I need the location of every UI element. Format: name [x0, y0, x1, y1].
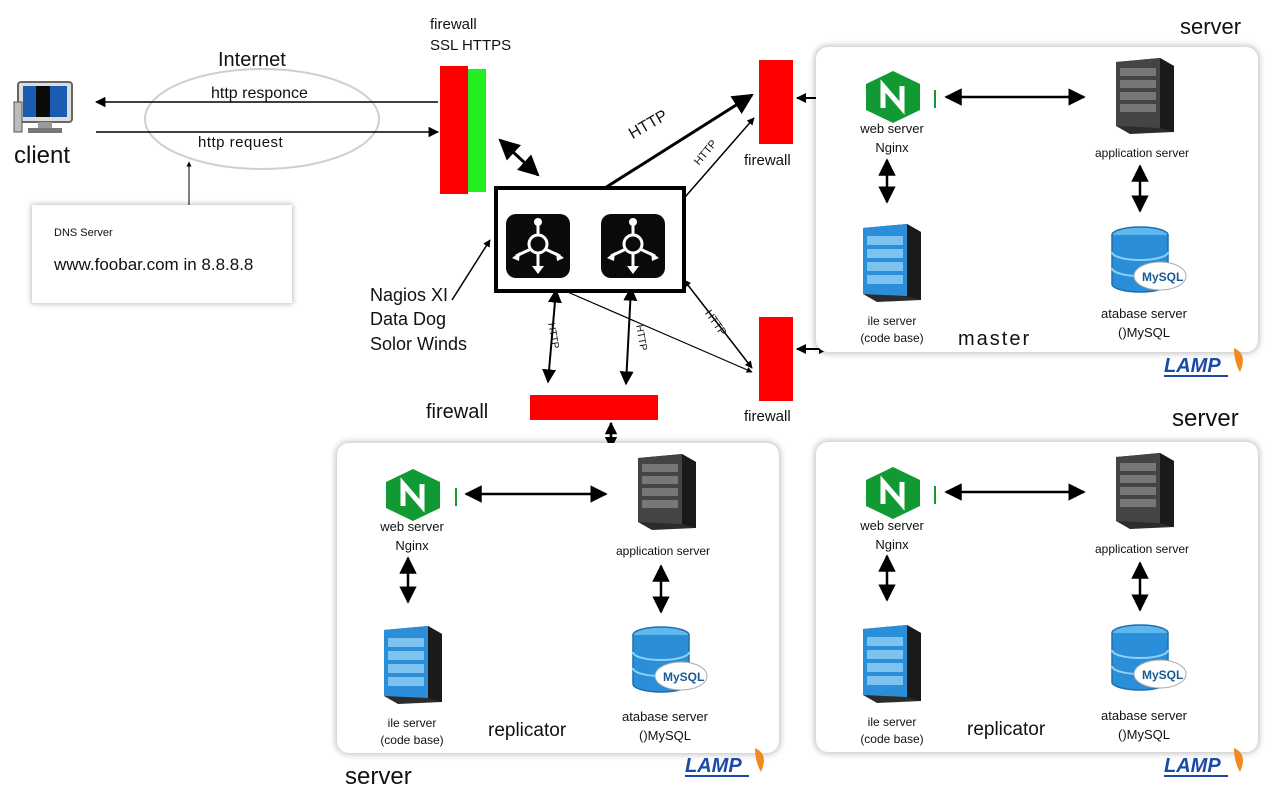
load-balancer-2: [601, 214, 665, 278]
nginx-tick: [455, 488, 457, 506]
firewall-main-ssl: SSL HTTPS: [430, 37, 512, 54]
repl-right-db-sub: ()MySQL: [1118, 727, 1170, 742]
firewall-left-label: firewall: [426, 401, 489, 423]
firewall-top-right: [759, 60, 793, 144]
lb-down-right-arrow: [619, 286, 638, 386]
firewall-main-label: firewall: [430, 16, 477, 33]
repl-left-file-label: ile server: [387, 716, 437, 730]
firewall-mid-right-label: firewall: [744, 408, 791, 425]
nginx-tick: [934, 486, 936, 504]
ssl-layer: [468, 69, 486, 192]
nginx-icon: [866, 71, 920, 123]
server-icon: [384, 626, 442, 704]
load-balancer-icon: [512, 218, 564, 274]
master-web-sub: Nginx: [875, 140, 909, 155]
dns-server-box: DNS Server www.foobar.com in 8.8.8.8: [32, 205, 292, 303]
nginx-tick: [934, 90, 936, 108]
lb-down-left-arrow: [542, 288, 562, 384]
master-server-label: server: [1180, 14, 1242, 39]
repl-right-app-label: application server: [1094, 542, 1190, 556]
lamp-logo: LAMP: [1164, 348, 1243, 377]
dns-title: DNS Server: [54, 227, 113, 239]
master-file-label: ile server: [867, 314, 917, 328]
mysql-database-icon: MySQL: [1111, 624, 1187, 691]
repl-left-app-label: application server: [615, 544, 711, 558]
client-label: client: [14, 142, 71, 169]
master-app-label: application server: [1094, 146, 1190, 160]
repl-right-file-label: ile server: [867, 715, 917, 729]
server-icon: [863, 224, 921, 302]
repl-left-server-label: server: [345, 763, 412, 790]
repl-left-role-label: replicator: [488, 720, 567, 741]
server-icon: [1116, 453, 1174, 529]
fw-lb-arrow: [498, 138, 540, 177]
monitoring-item-datadog: Data Dog: [370, 309, 447, 329]
load-balancer-1: [506, 214, 570, 278]
http-request-label: http request: [198, 134, 284, 151]
svg-text:MySQL: MySQL: [1142, 270, 1183, 284]
repl-left-db-label: atabase server: [622, 709, 708, 724]
internet-label: Internet: [218, 49, 286, 71]
repl-left-db-sub: ()MySQL: [639, 728, 691, 743]
mysql-database-icon: MySQL: [1111, 226, 1187, 293]
master-file-sub: (code base): [860, 331, 924, 345]
firewall-mid-right: [759, 317, 793, 401]
server-icon: [1116, 58, 1174, 134]
master-web-label: web server: [860, 121, 924, 136]
firewall-top-right-label: firewall: [744, 152, 791, 169]
nginx-icon: [866, 467, 920, 519]
monitoring-item-solarwinds: Solor Winds: [370, 334, 468, 354]
lamp-logo-text: LAMP: [1164, 355, 1221, 377]
load-balancer-icon: [607, 218, 659, 274]
repl-right-web-sub: Nginx: [875, 537, 909, 552]
main-firewall: [440, 66, 468, 194]
repl-right-web-label: web server: [860, 518, 924, 533]
repl-left-file-sub: (code base): [380, 733, 444, 747]
nginx-icon: [386, 469, 440, 521]
repl-right-role-label: replicator: [967, 719, 1046, 740]
master-db-sub: ()MySQL: [1118, 325, 1170, 340]
server-icon: [638, 454, 696, 530]
firewall-left: [530, 395, 658, 420]
repl-left-web-label: web server: [380, 519, 444, 534]
lb1-mid-firewall-arrow: [539, 279, 753, 373]
svg-text:MySQL: MySQL: [663, 670, 704, 684]
repl-right-file-sub: (code base): [860, 732, 924, 746]
lamp-logo: LAMP: [685, 748, 764, 777]
monitoring-item-nagios: Nagios XI: [370, 285, 449, 305]
internet-cloud: [144, 68, 380, 170]
dns-entry: www.foobar.com in 8.8.8.8: [54, 255, 254, 274]
svg-text:MySQL: MySQL: [1142, 668, 1183, 682]
repl-right-server-label: server: [1172, 405, 1239, 432]
lamp-logo: LAMP: [1164, 748, 1243, 777]
lamp-logo-text: LAMP: [1164, 755, 1221, 777]
repl-left-web-sub: Nginx: [395, 538, 429, 553]
mysql-database-icon: MySQL: [632, 626, 708, 693]
server-icon: [863, 625, 921, 703]
http-response-label: http responce: [211, 85, 308, 102]
repl-right-db-label: atabase server: [1101, 708, 1187, 723]
monitor-icon: [13, 81, 73, 133]
master-db-label: atabase server: [1101, 306, 1187, 321]
lamp-logo-text: LAMP: [685, 755, 742, 777]
master-role-label: master: [958, 328, 1032, 350]
monitoring-pointer: [451, 239, 491, 301]
